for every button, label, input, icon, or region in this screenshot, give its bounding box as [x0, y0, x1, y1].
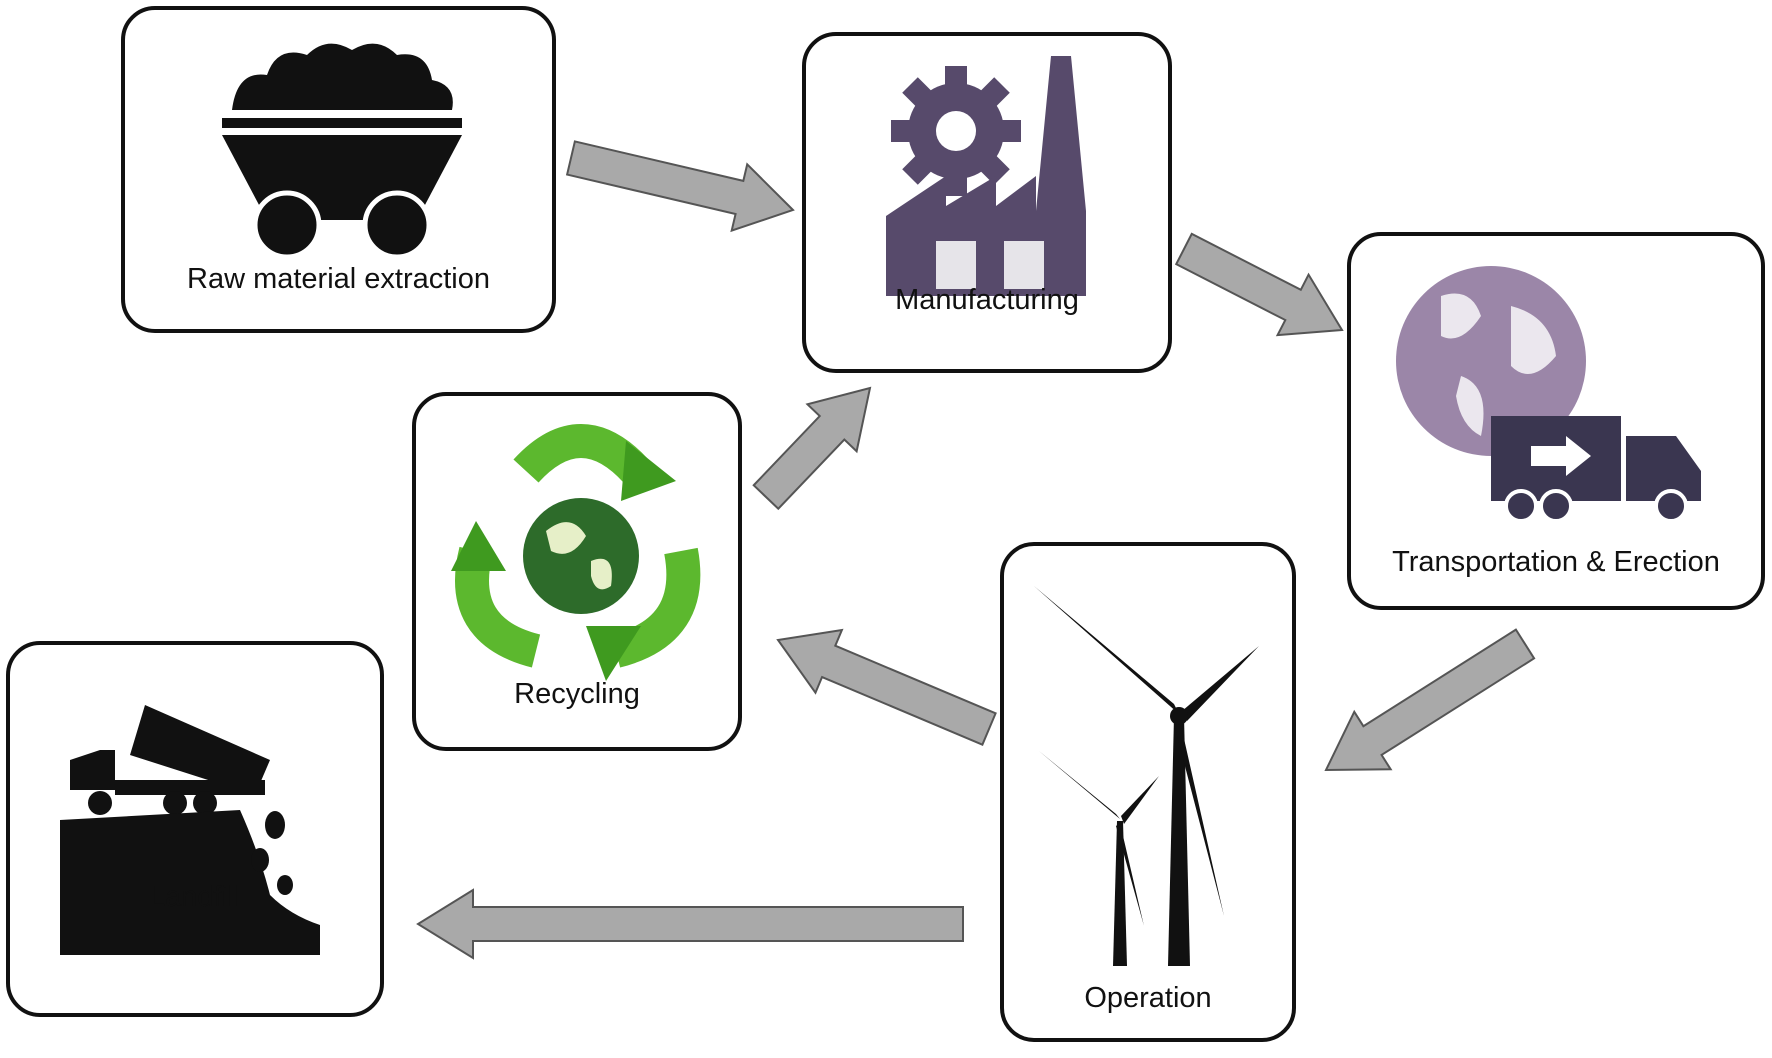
recycle-globe-icon	[451, 424, 701, 681]
factory-icon	[886, 56, 1086, 296]
globe-truck-icon	[1396, 266, 1701, 523]
arrow-raw-to-manufacturing	[565, 140, 795, 233]
arrow-transport-to-operation	[1324, 628, 1536, 772]
stage-recycling: Recycling	[412, 392, 742, 751]
stage-raw-material-extraction: Raw material extraction	[121, 6, 556, 333]
stage-label: Operation	[1084, 982, 1212, 1014]
stage-label: Transportation & Erection	[1392, 546, 1720, 578]
stage-operation: Operation	[1000, 542, 1296, 1042]
mine-cart-icon	[222, 43, 462, 260]
stage-label: Raw material extraction	[187, 263, 490, 295]
stage-label: Recycling	[514, 678, 640, 710]
stage-label: Landfill	[149, 881, 241, 913]
wind-turbines-icon	[1034, 586, 1259, 966]
arrow-operation-to-recycling	[776, 628, 997, 746]
stage-transportation-erection: Transportation & Erection	[1347, 232, 1765, 610]
arrow-operation-to-landfill	[416, 888, 964, 960]
arrow-recycling-to-manufacturing	[752, 386, 872, 511]
landfill-truck-icon	[60, 705, 320, 955]
stage-label: Manufacturing	[895, 284, 1079, 316]
stage-landfill: Landfill	[6, 641, 384, 1017]
stage-manufacturing: Manufacturing	[802, 32, 1172, 373]
arrow-manufacturing-to-transport	[1174, 232, 1344, 337]
